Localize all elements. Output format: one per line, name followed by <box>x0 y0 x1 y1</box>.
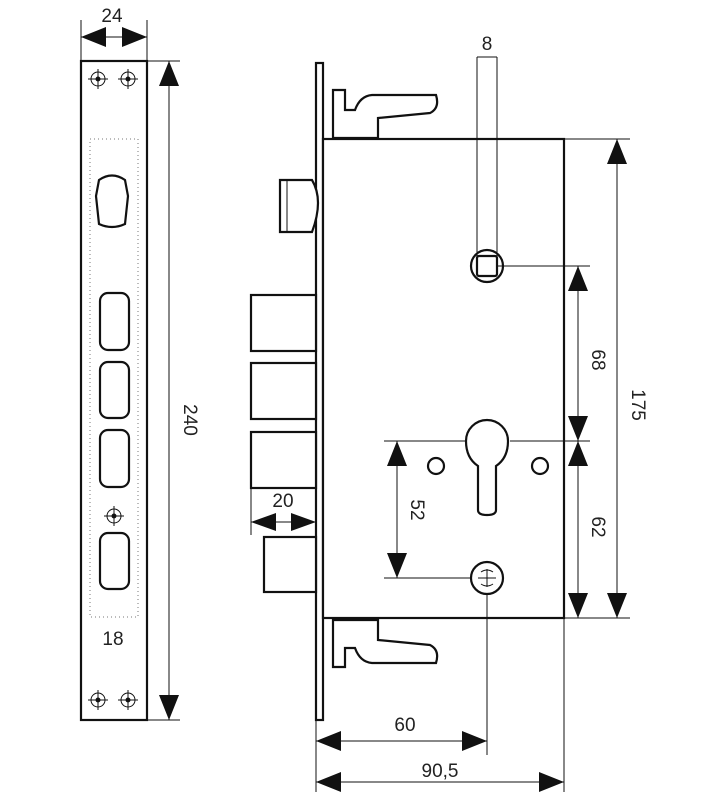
faceplate-inset-label: 18 <box>102 629 123 650</box>
spindle-to-cylinder-label: 68 <box>587 349 608 370</box>
bolt-slot-4 <box>98 531 131 591</box>
faceplate-width-label: 24 <box>101 6 123 27</box>
spindle-to-cylinder-dimension: 68 <box>497 265 608 442</box>
spindle-square-dimension: 8 <box>476 34 498 262</box>
cylinder-screw-left-icon <box>426 456 446 476</box>
bolt-throw-dimension: 20 <box>250 488 317 535</box>
latch-bolt <box>278 178 320 234</box>
dead-bolt-1 <box>249 293 318 353</box>
bolt-slot-1 <box>98 291 131 352</box>
case-height-label: 175 <box>627 389 648 421</box>
faceplate-dotted-inner-outline <box>89 138 139 618</box>
bolt-slot-2 <box>98 360 131 420</box>
top-rod-connector <box>331 88 439 140</box>
top-right-screw-hole-icon <box>118 69 138 89</box>
lock-case <box>321 137 566 620</box>
bottom-left-screw-hole-icon <box>88 690 108 710</box>
cylinder-to-handle-dimension: 52 <box>384 440 471 579</box>
cylinder-to-bottom-label: 62 <box>587 516 608 537</box>
bottom-rod-connector <box>331 618 439 669</box>
faceplate-front-view: 18 <box>79 59 149 722</box>
middle-screw-hole-icon <box>104 506 124 526</box>
case-depth-label: 90,5 <box>422 761 459 782</box>
faceplate-height-label: 240 <box>179 404 200 436</box>
latch-opening <box>94 174 130 229</box>
cylinder-to-bottom-dimension: 62 <box>564 441 608 619</box>
cylinder-to-handle-label: 52 <box>406 499 427 520</box>
spindle-hole-icon <box>469 248 505 284</box>
case-depth-dimension: 90,5 <box>316 761 564 792</box>
bottom-right-screw-hole-icon <box>118 690 138 710</box>
case-height-dimension: 175 <box>564 138 648 619</box>
faceplate-width-dimension: 24 <box>80 6 148 60</box>
dead-bolt-3 <box>249 430 318 490</box>
backset-dimension: 60 <box>315 594 565 792</box>
cylinder-screw-right-icon <box>530 456 550 476</box>
lower-bolt <box>262 535 318 594</box>
backset-label: 60 <box>394 715 415 736</box>
faceplate-height-dimension: 240 <box>148 60 200 721</box>
bolt-slot-3 <box>98 428 131 489</box>
lower-spindle-icon <box>469 560 505 596</box>
top-left-screw-hole-icon <box>88 69 108 89</box>
lock-body-side-view <box>249 61 566 722</box>
bolt-throw-label: 20 <box>272 491 293 512</box>
dead-bolt-2 <box>249 361 318 421</box>
spindle-square-label: 8 <box>482 34 493 55</box>
